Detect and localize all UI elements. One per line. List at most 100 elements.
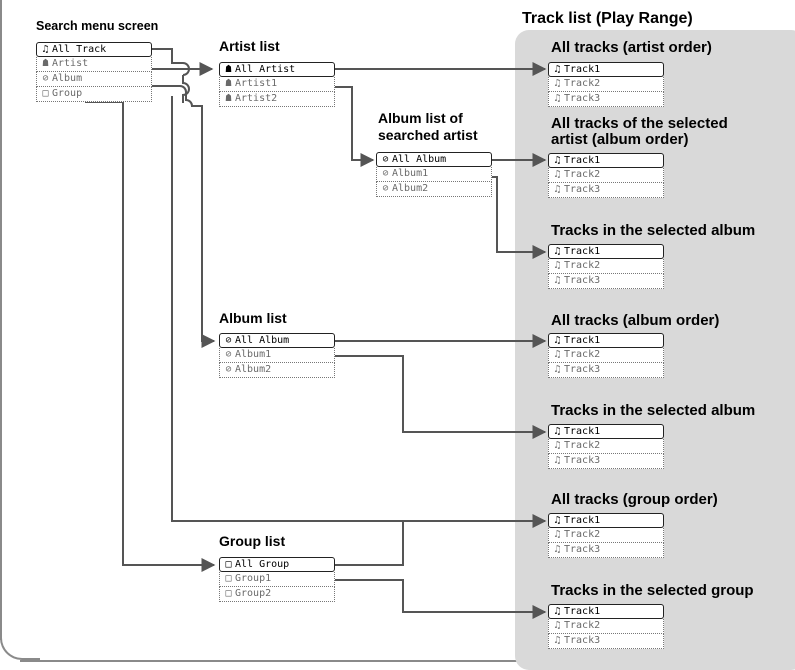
music-note-icon: ♫ [554,544,561,555]
music-note-icon: ♫ [42,44,49,55]
music-note-icon: ♫ [554,246,561,257]
track-list: ♫Track1 ♫Track2 ♫Track3 [548,513,664,558]
artist-list-title: Artist list [219,38,280,54]
link-alltrack [150,48,183,64]
track-group-title: Tracks in the selected album [551,222,756,239]
track-item[interactable]: ♫Track2 [548,168,664,183]
track-item[interactable]: ♫Track2 [548,77,664,92]
album-list-item[interactable]: ⊘All Album [219,333,335,348]
music-note-icon: ♫ [554,529,561,540]
artist-icon: ☗ [225,64,232,75]
group-list-item[interactable]: □Group2 [219,587,335,602]
music-note-icon: ♫ [554,455,561,466]
track-item[interactable]: ♫Track3 [548,92,664,107]
track-group-title: All tracks of the selected [551,115,728,132]
album-icon: ⊘ [42,73,49,84]
search-menu: ♫All Track ☗Artist ⊘Album □Group [36,42,152,102]
artist-list: ☗All Artist ☗Artist1 ☗Artist2 [219,62,335,107]
artist-album-list-item[interactable]: ⊘All Album [376,152,492,167]
music-note-icon: ♫ [554,620,561,631]
track-item[interactable]: ♫Track3 [548,543,664,558]
track-item[interactable]: ♫Track3 [548,454,664,469]
track-group-title: Tracks in the selected group [551,582,754,599]
album-list-title: Album list [219,310,287,326]
track-item[interactable]: ♫Track1 [548,333,664,348]
album-icon: ⊘ [382,168,389,179]
track-item[interactable]: ♫Track3 [548,183,664,198]
track-list: ♫Track1 ♫Track2 ♫Track3 [548,153,664,198]
track-item[interactable]: ♫Track1 [548,244,664,259]
track-item[interactable]: ♫Track2 [548,348,664,363]
album-icon: ⊘ [382,183,389,194]
music-note-icon: ♫ [554,335,561,346]
track-list: ♫Track1 ♫Track2 ♫Track3 [548,424,664,469]
group-icon: □ [225,559,232,570]
track-item[interactable]: ♫Track2 [548,528,664,543]
artist-album-list-item[interactable]: ⊘Album1 [376,167,492,182]
album-icon: ⊘ [382,154,389,165]
artist-album-list-item[interactable]: ⊘Album2 [376,182,492,197]
music-note-icon: ♫ [554,606,561,617]
search-menu-title: Search menu screen [36,19,159,33]
link-all-track-group [171,96,547,528]
artist-icon: ☗ [42,58,49,69]
track-list-title: Track list (Play Range) [522,10,693,27]
music-note-icon: ♫ [554,440,561,451]
group-list-title: Group list [219,533,286,549]
track-group-title: Tracks in the selected album [551,402,756,419]
track-item[interactable]: ♫Track3 [548,634,664,649]
track-item[interactable]: ♫Track1 [548,153,664,168]
music-note-icon: ♫ [554,155,561,166]
artist-list-item[interactable]: ☗All Artist [219,62,335,77]
music-note-icon: ♫ [554,515,561,526]
group-list: □All Group □Group1 □Group2 [219,557,335,602]
group-list-item[interactable]: □Group1 [219,572,335,587]
artist-list-item[interactable]: ☗Artist1 [219,77,335,92]
album-icon: ⊘ [225,349,232,360]
music-note-icon: ♫ [554,78,561,89]
group-list-item[interactable]: □All Group [219,557,335,572]
track-item[interactable]: ♫Track1 [548,604,664,619]
track-group-title: All tracks (group order) [551,491,718,508]
track-item[interactable]: ♫Track2 [548,619,664,634]
track-item[interactable]: ♫Track1 [548,424,664,439]
track-group-title: artist (album order) [551,131,689,148]
group-icon: □ [225,573,232,584]
music-note-icon: ♫ [554,64,561,75]
search-menu-item-all-track[interactable]: ♫All Track [36,42,152,57]
album-list-item[interactable]: ⊘Album2 [219,363,335,378]
track-list: ♫Track1 ♫Track2 ♫Track3 [548,62,664,107]
artist-list-item[interactable]: ☗Artist2 [219,92,335,107]
group-icon: □ [225,588,232,599]
search-menu-item-album[interactable]: ⊘Album [36,72,152,87]
link-group1 [272,579,547,619]
track-item[interactable]: ♫Track2 [548,439,664,454]
album-list: ⊘All Album ⊘Album1 ⊘Album2 [219,333,335,378]
group-icon: □ [42,88,49,99]
search-menu-item-artist[interactable]: ☗Artist [36,57,152,72]
track-list: ♫Track1 ♫Track2 ♫Track3 [548,333,664,378]
link-album1 [278,355,547,439]
music-note-icon: ♫ [554,635,561,646]
album-list-of-artist-title-1: Album list of [378,110,463,126]
track-list: ♫Track1 ♫Track2 ♫Track3 [548,244,664,289]
artist-icon: ☗ [225,93,232,104]
artist-album-list: ⊘All Album ⊘Album1 ⊘Album2 [376,152,492,197]
track-item[interactable]: ♫Track2 [548,259,664,274]
music-note-icon: ♫ [554,169,561,180]
album-icon: ⊘ [225,364,232,375]
music-note-icon: ♫ [554,426,561,437]
link-group [85,101,216,572]
track-item[interactable]: ♫Track1 [548,62,664,77]
track-list: ♫Track1 ♫Track2 ♫Track3 [548,604,664,649]
album-list-of-artist-title-2: searched artist [378,127,478,143]
track-item[interactable]: ♫Track1 [548,513,664,528]
music-note-icon: ♫ [554,184,561,195]
search-menu-item-group[interactable]: □Group [36,87,152,102]
album-list-item[interactable]: ⊘Album1 [219,348,335,363]
music-note-icon: ♫ [554,364,561,375]
track-item[interactable]: ♫Track3 [548,363,664,378]
track-item[interactable]: ♫Track3 [548,274,664,289]
track-group-title: All tracks (artist order) [551,39,712,56]
